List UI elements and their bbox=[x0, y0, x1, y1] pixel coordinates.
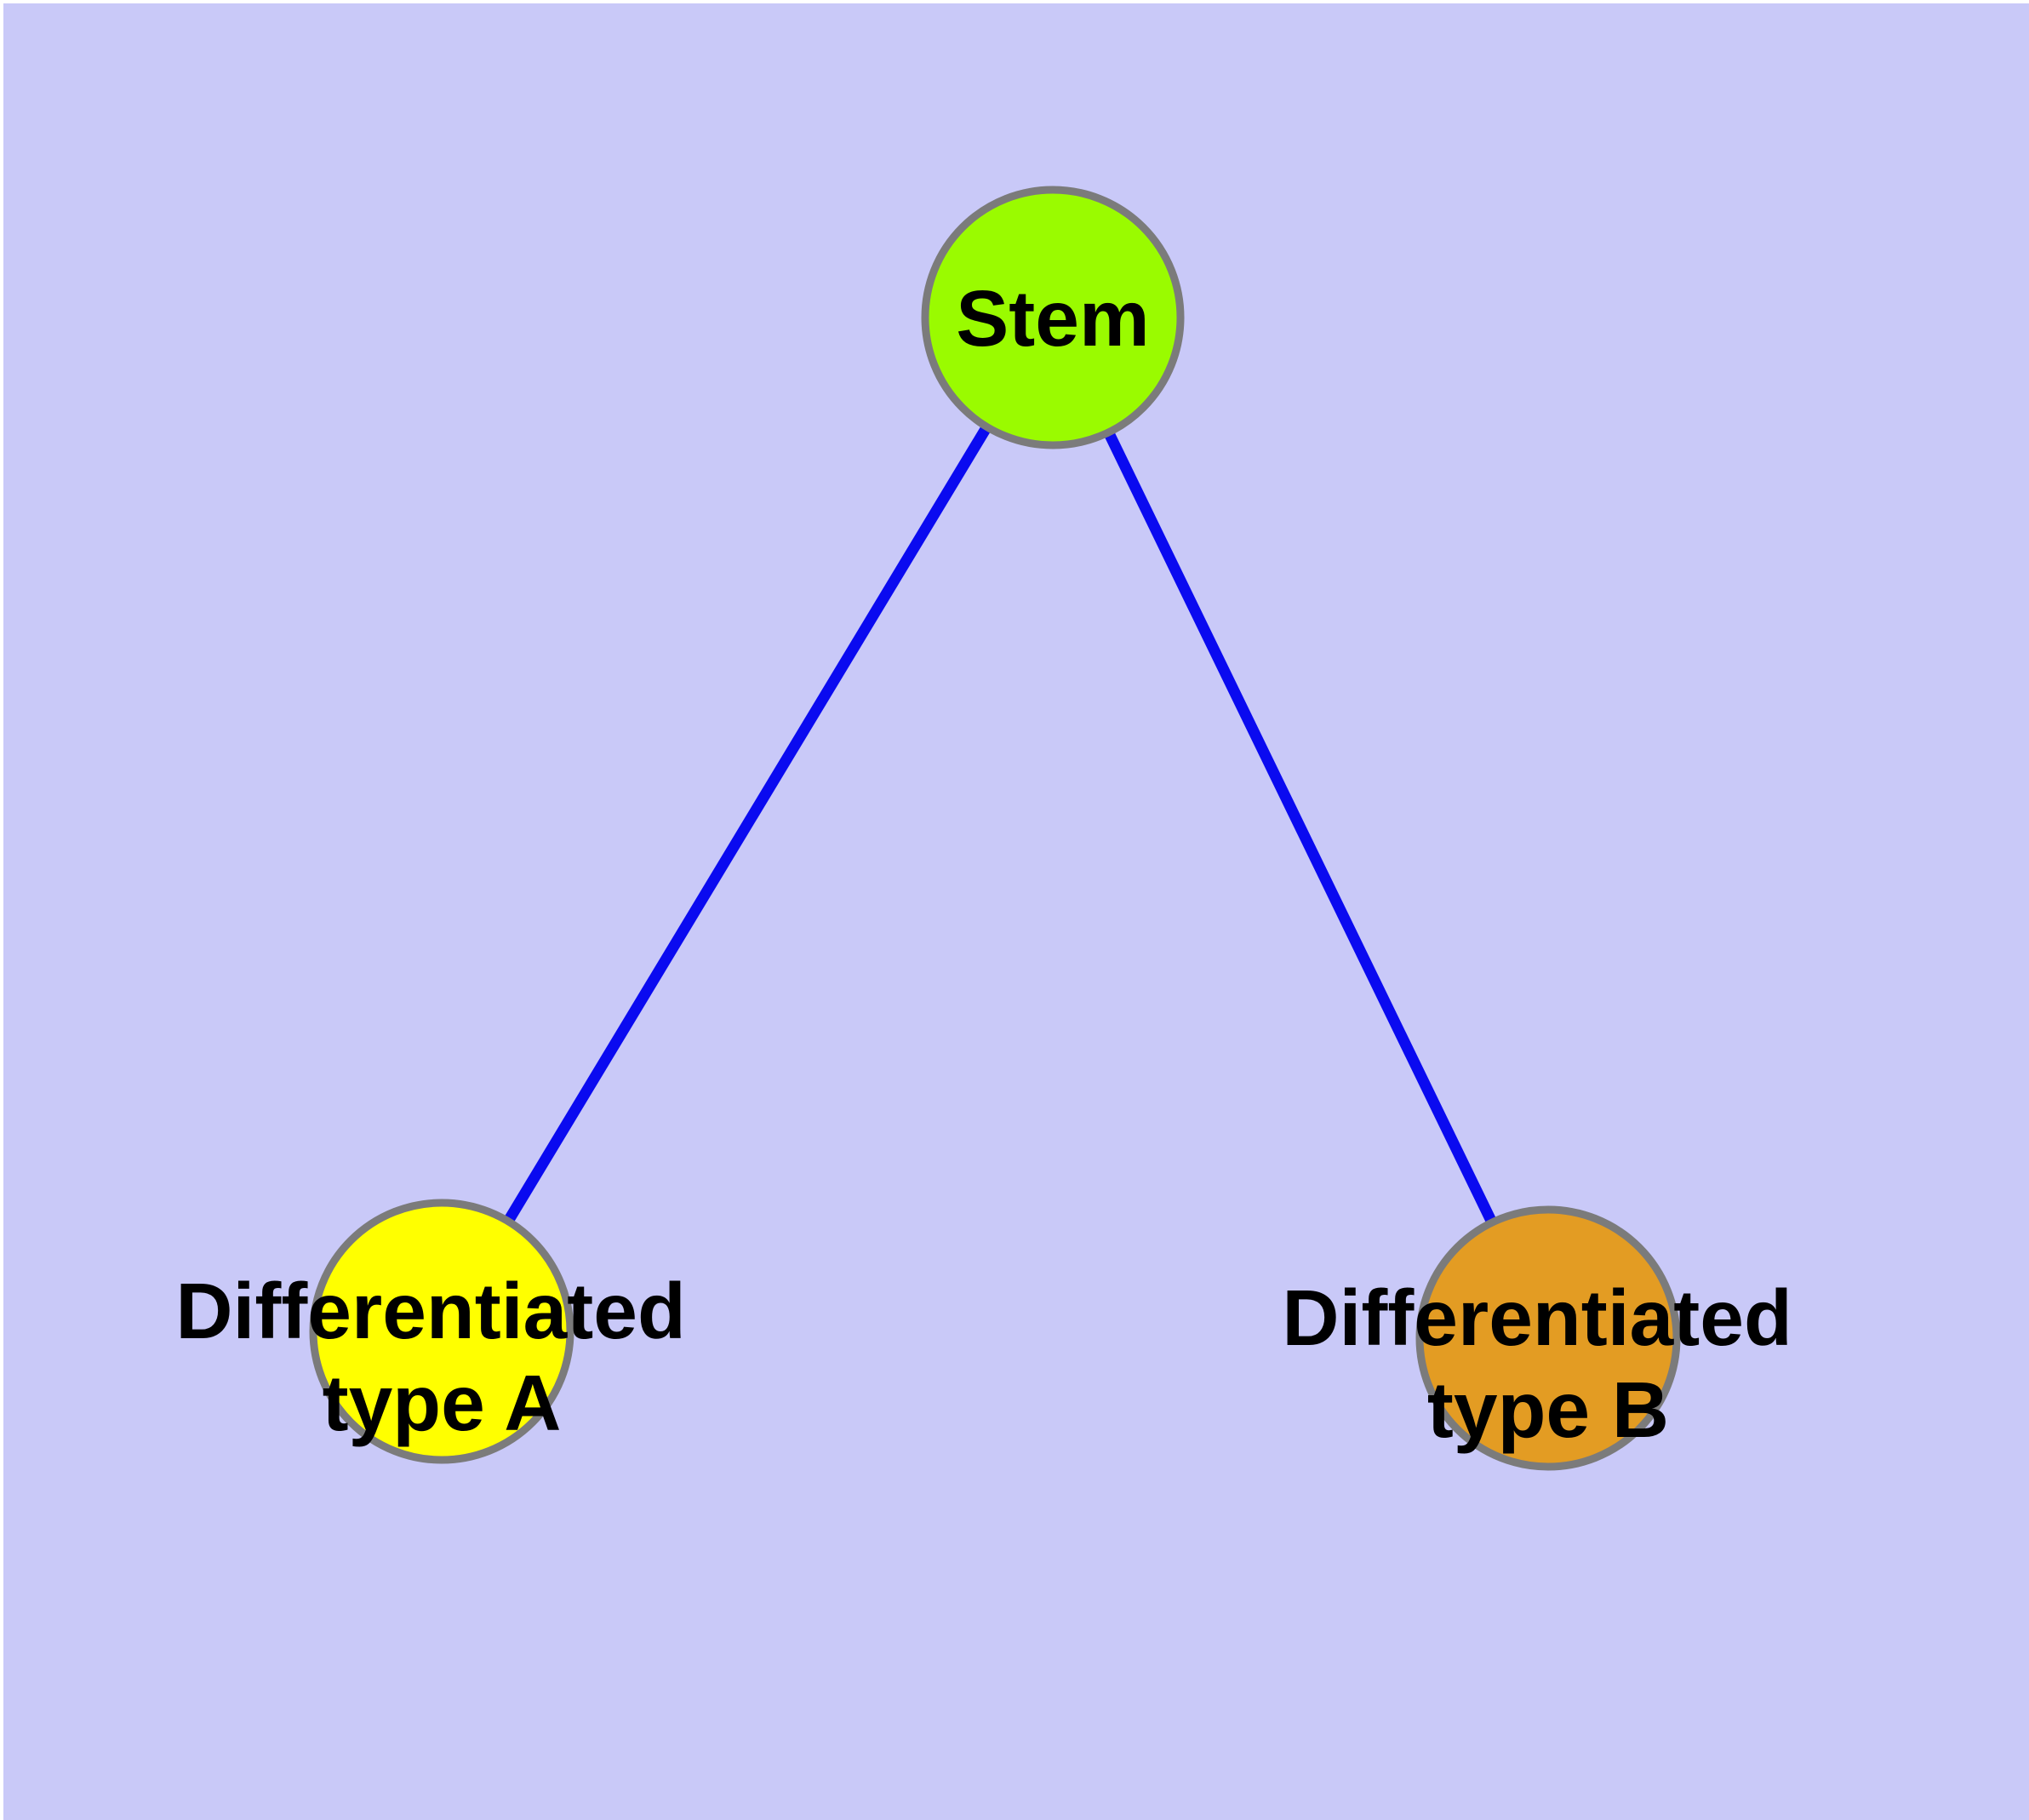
label-type-a-line2: type A bbox=[323, 1359, 562, 1447]
label-type-b-line1: Differentiated bbox=[1282, 1273, 1792, 1362]
node-stem bbox=[921, 186, 1185, 449]
node-differentiated-type-a bbox=[309, 1199, 574, 1464]
label-type-b-line2: type B bbox=[1427, 1365, 1669, 1454]
node-differentiated-type-b bbox=[1415, 1205, 1681, 1471]
edge-stem-to-type-b bbox=[1048, 315, 1553, 1341]
edge-group bbox=[437, 314, 1553, 1341]
label-differentiated-type-b: Differentiated type B bbox=[1282, 1273, 1814, 1454]
label-differentiated-type-a: Differentiated type A bbox=[175, 1267, 707, 1447]
label-type-a-line1: Differentiated bbox=[175, 1267, 685, 1355]
label-stem: Stem bbox=[956, 274, 1149, 363]
label-group: Stem Differentiated type A Differentiate… bbox=[175, 274, 1814, 1454]
node-group bbox=[309, 186, 1681, 1471]
edge-stem-to-type-a bbox=[437, 314, 1058, 1335]
